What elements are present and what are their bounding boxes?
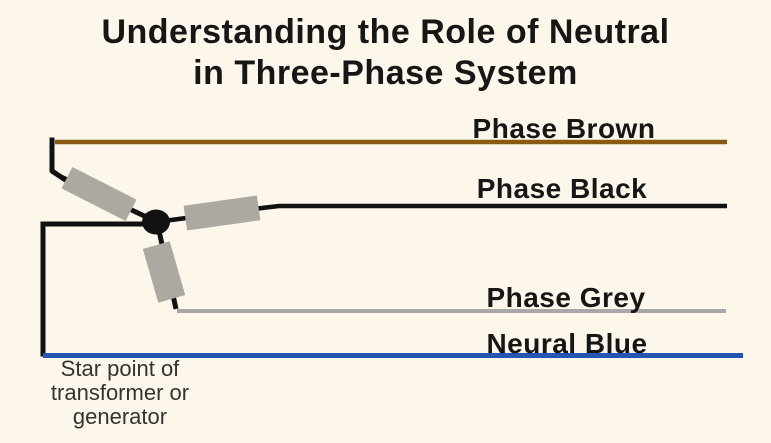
page-title: Understanding the Role of Neutral in Thr… bbox=[0, 12, 771, 94]
phase-brown-label: Phase Brown bbox=[472, 113, 656, 144]
neutral-blue-label: Neural Blue bbox=[486, 328, 648, 359]
star-point-caption: Star point of transformer or generator bbox=[50, 356, 190, 429]
winding-grey-coil bbox=[142, 241, 186, 303]
phase-grey-label: Phase Grey bbox=[486, 282, 646, 313]
neutral-connector bbox=[40, 221, 157, 357]
phase-black-label: Phase Black bbox=[476, 173, 648, 204]
winding-black-coil bbox=[183, 195, 261, 231]
phase-brown-drop-connector bbox=[49, 137, 68, 183]
page-title-line2: in Three-Phase System bbox=[193, 54, 578, 92]
star-point-dot bbox=[142, 209, 170, 235]
winding-brown-coil bbox=[61, 166, 137, 222]
page-title-line1: Understanding the Role of Neutral bbox=[101, 13, 670, 51]
